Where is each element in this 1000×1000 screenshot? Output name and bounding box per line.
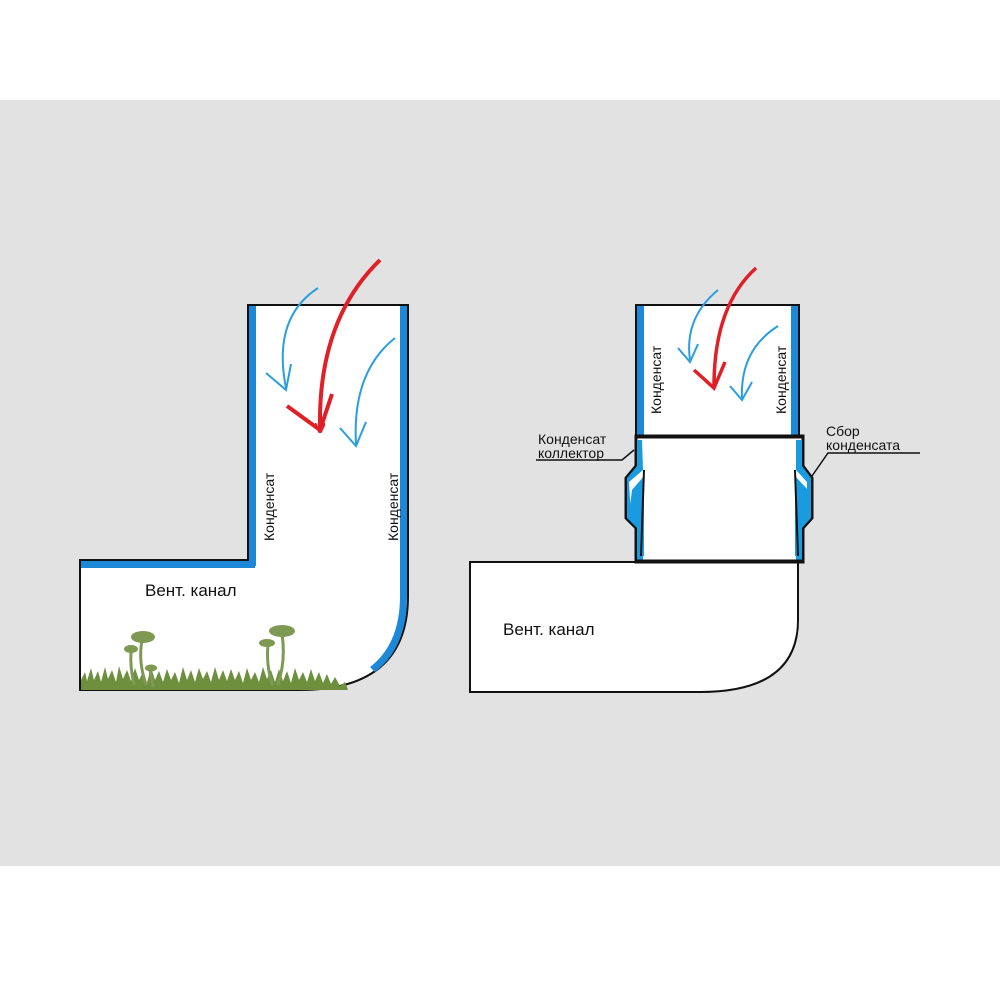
blue-arrow-head	[677, 343, 699, 364]
blue-arrow-head	[265, 363, 292, 392]
collector-inner-left	[640, 469, 645, 557]
grass-icon	[81, 666, 348, 690]
right-condensate-strip-right	[791, 306, 798, 436]
left-condensate-strip-horizontal	[81, 561, 255, 568]
red-arrow-head	[285, 393, 334, 434]
left-channel-label: Вент. канал	[145, 581, 237, 600]
right-channel	[469, 561, 799, 693]
mushroom-icon	[145, 664, 157, 672]
left-condensate-label-outer: Конденсат	[385, 472, 401, 541]
collector-blue-right-inner	[795, 476, 810, 556]
mushroom-stem	[266, 643, 274, 686]
left-mold-caps-1	[124, 631, 157, 672]
right-condensate-label-right: Конденсат	[773, 345, 789, 414]
left-condensate-label-inner: Конденсат	[261, 472, 277, 541]
condensate-collector	[624, 434, 814, 564]
mushroom-stem	[129, 650, 136, 686]
panel-background	[0, 100, 1000, 866]
mushroom-stem	[276, 632, 285, 686]
red-arrow-head	[692, 361, 727, 391]
collector-label-line2: коллектор	[538, 445, 604, 461]
collector-label-line1: Конденсат	[538, 431, 607, 447]
blue-arrow-icon	[281, 287, 319, 389]
left-mold-caps-2	[259, 625, 295, 647]
blue-arrow-icon	[688, 289, 719, 361]
mushroom-icon	[269, 625, 295, 637]
blue-arrow-icon	[740, 325, 779, 399]
mushroom-icon	[131, 631, 155, 643]
red-arrow-icon	[712, 266, 758, 387]
blue-arrow-head	[339, 421, 367, 448]
collector-blue-left-inner	[629, 476, 644, 556]
collection-leader-line	[811, 452, 920, 477]
right-condensate-strip-left	[637, 306, 644, 436]
left-grass	[81, 666, 348, 690]
left-condensate-strip-inner	[249, 306, 256, 566]
blue-arrow-icon	[354, 337, 396, 445]
red-arrow-icon	[320, 258, 382, 428]
right-channel-label: Вент. канал	[503, 620, 595, 639]
mushroom-icon	[259, 639, 275, 647]
right-pipe	[635, 304, 800, 438]
collector-inner-right	[794, 469, 799, 557]
right-condensate-label-left: Конденсат	[648, 345, 664, 414]
collection-label-line2: конденсата	[826, 437, 900, 453]
left-condensate-strip-outer	[370, 306, 407, 672]
collection-label-line1: Сбор	[826, 423, 860, 439]
mushroom-stem	[139, 638, 148, 686]
left-mold-cluster-2	[266, 632, 285, 686]
mushroom-icon	[124, 645, 138, 653]
right-diagram: Конденсат Конденсат Конденсат коллектор …	[469, 266, 920, 693]
blue-arrow-head	[729, 381, 753, 402]
left-diagram: Конденсат Конденсат Вент. канал	[79, 258, 409, 691]
collector-leader-line	[536, 449, 635, 461]
